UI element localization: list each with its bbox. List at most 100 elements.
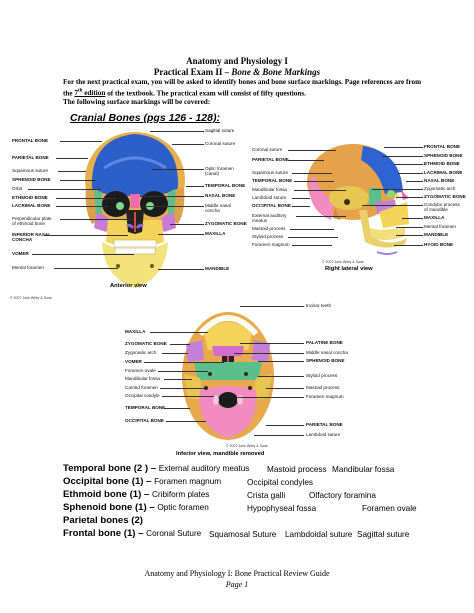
bone-marking: Coronal Suture [146, 529, 202, 538]
lat-label-ethmoid: ETHMOID BONE [424, 161, 460, 166]
lat-label-hyoid: HYOID BONE [424, 242, 454, 247]
bone-marking: Squamosal Suture [209, 530, 277, 539]
bone-marking: Crista galli [247, 491, 286, 500]
ant-label-mandible: MANDIBLE [205, 266, 230, 271]
bone-row-temporal: Temporal bone (2 ) – External auditory m… [63, 463, 394, 475]
ant-label-squamous: Squamous suture [12, 168, 49, 173]
bone-marking: Foramen magnum [154, 477, 222, 486]
inf-label-palatine: PALATINE BONE [306, 340, 343, 345]
lat-label-mandible: MANDIBLE [424, 232, 449, 237]
bone-name: Parietal bones (2) [63, 515, 143, 526]
ant-label-frontal: FRONTAL BONE [12, 138, 49, 143]
lat-label-squamous: Squamous suture [252, 170, 289, 175]
inf-label-incisor: Incisor teeth [306, 303, 332, 308]
doc-subtitle: Practical Exam II – Bone & Bone Markings [0, 67, 474, 77]
lat-label-mastoid: Mastoid process [252, 226, 286, 231]
inf-label-lambdoid: Lambdoid suture [306, 432, 341, 437]
inf-label-mastoid: Mastoid process [306, 385, 340, 390]
bone-marking: Sagittal suture [357, 530, 410, 539]
bone-marking: Optic foramen [157, 503, 209, 512]
inf-label-zygomatic: ZYGOMATIC BONE [125, 341, 167, 346]
intro-part3: The following surface markings will be c… [63, 98, 211, 107]
lat-label-mental-foramen: Mental foramen [424, 224, 456, 229]
lat-label-condylar-2: of mandible [424, 207, 448, 212]
inf-label-parietal: PARIETAL BONE [306, 422, 343, 427]
ant-label-optic: Optic foramen [205, 166, 234, 171]
lat-label-parietal: PARIETAL BONE [252, 157, 289, 162]
ant-caption: Anterior view [110, 283, 147, 289]
bone-name: Occipital bone (1) – [63, 476, 155, 487]
ant-label-middle-nasal: Middle nasal [205, 203, 231, 208]
intro-paragraph: For the next practical exam, you will be… [63, 78, 423, 107]
bone-marking: Mastoid process [267, 465, 327, 474]
lat-label-styloid: Styloid process [252, 234, 284, 239]
inf-label-foramen-ovale: Foramen ovale [125, 368, 156, 373]
bone-row-frontal: Frontal bone (1) – Coronal Suture Squamo… [63, 528, 409, 540]
bone-marking: Mandibular fossa [332, 465, 395, 474]
subtitle-italic: Bone & Bone Markings [231, 67, 321, 77]
lat-label-external-auditory-2: meatus [252, 218, 268, 223]
lat-copyright: © 2007 John Wiley & Sons [322, 260, 364, 264]
ant-label-parietal: PARIETAL BONE [12, 155, 49, 160]
lat-label-condylar: Condylar process [424, 202, 460, 207]
lat-label-sphenoid: SPHENOID BONE [424, 153, 463, 158]
bone-name: Frontal bone (1) – [63, 528, 147, 539]
lateral-figure: Coronal suture PARIETAL BONE Squamous su… [0, 138, 474, 278]
inf-copyright: © 2007 John Wiley & Sons [226, 444, 268, 448]
intro-part2: of the textbook. The practical exam will… [105, 89, 306, 98]
lat-label-zygomatic-arch: Zygomatic arch [424, 186, 456, 191]
edition-ref: 7th edition [74, 89, 106, 98]
ant-label-middle-nasal-2: concha [205, 208, 220, 213]
bone-name: Sphenoid bone (1) – [63, 502, 158, 513]
inf-label-styloid: Styloid process [306, 373, 338, 378]
lat-label-lambdoid: Lambdoid suture [252, 195, 287, 200]
inf-label-maxilla: MAXILLA [125, 329, 146, 334]
ant-label-inferior-nasal: INFERIOR NASAL [12, 232, 52, 237]
lat-label-occipital: OCCIPITAL BONE [252, 203, 291, 208]
bone-marking: Olfactory foramina [309, 491, 376, 500]
inf-label-zygomatic-arch: Zygomatic arch [125, 350, 157, 355]
inf-label-carotid: Carotid foramen [125, 385, 158, 390]
lat-label-external-auditory: External auditory [252, 213, 287, 218]
lat-label-frontal: FRONTAL BONE [424, 144, 461, 149]
bone-marking: Foramen ovale [362, 504, 417, 513]
section-title: Cranial Bones (pgs 126 - 128): [70, 112, 220, 124]
ant-label-maxilla: MAXILLA [205, 231, 226, 236]
bone-marking: Occipital condyles [247, 478, 313, 487]
inf-label-mandibular-fossa: Mandibular fossa [125, 376, 160, 381]
bone-row-parietal: Parietal bones (2) [63, 516, 143, 526]
inferior-figure: Incisor teeth MAXILLA ZYGOMATIC BONE Zyg… [0, 298, 474, 462]
ant-label-nasal: NASAL BONE [205, 193, 236, 198]
inf-caption: Inferior view, mandible removed [176, 451, 265, 457]
ant-label-sagittal: Sagittal suture [205, 128, 235, 133]
inf-label-middle-nasal: Middle nasal concha [306, 350, 348, 355]
bone-row-occipital: Occipital bone (1) – Foramen magnum Occi… [63, 476, 313, 488]
ant-label-orbit: Orbit [12, 186, 22, 191]
bone-marking: Lambdoidal suture [285, 530, 353, 539]
ant-label-perpendicular: Perpendicular plate [12, 216, 52, 221]
bone-marking: Cribiform plates [152, 490, 210, 499]
ant-label-sphenoid: SPHENOID BONE [12, 177, 51, 182]
inferior-skull-illustration [182, 312, 274, 440]
lateral-skull-illustration [307, 144, 409, 255]
page-number: Page 1 [225, 580, 249, 589]
lat-label-mandibular-fossa: Mandibular fossa [252, 187, 287, 192]
inf-label-sphenoid: SPHENOID BONE [306, 358, 345, 363]
bone-name: Ethmoid bone (1) – [63, 489, 153, 500]
ant-label-perpendicular-2: of ethmoid bone [12, 221, 45, 226]
lat-label-foramen-magnum: Foramen magnum [252, 242, 290, 247]
bone-row-ethmoid: Ethmoid bone (1) – Cribiform plates Cris… [63, 489, 376, 501]
inf-label-vomer: VOMER [125, 359, 142, 364]
bone-name: Temporal bone (2 ) – [63, 463, 159, 474]
footer-title: Anatomy and Physiology I: Bone Practical… [144, 569, 330, 578]
intro-part1: For the next practical exam, you will be… [63, 78, 422, 98]
lat-label-temporal: TEMPORAL BONE [252, 178, 293, 183]
ant-label-mental-foramen: Mental foramen [12, 265, 44, 270]
ant-copyright: © 2007 John Wiley & Sons [10, 296, 52, 300]
lat-label-coronal: Coronal suture [252, 147, 283, 152]
lat-label-nasal: NASAL BONE [424, 178, 455, 183]
bone-marking: External auditory meatus [158, 464, 250, 473]
ant-label-optic-2: (canal) [205, 171, 220, 176]
inf-label-foramen-magnum: Foramen magnum [306, 394, 344, 399]
inf-label-occipital-condyle: Occipital condyle [125, 393, 160, 398]
